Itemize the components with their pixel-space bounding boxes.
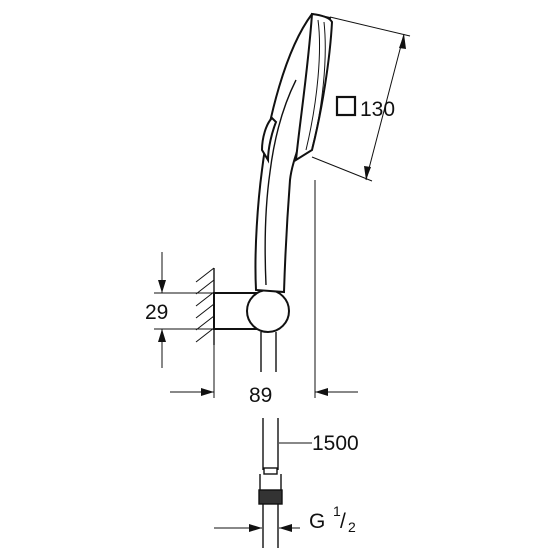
hose-length-value: 1500: [312, 432, 359, 455]
thread-prefix: G: [309, 510, 325, 533]
head-size-label: 130: [335, 95, 395, 121]
thread-numerator: 1: [333, 503, 341, 519]
wall-holder: [213, 289, 290, 333]
head-size-value: 130: [360, 98, 395, 121]
hose-lower: [258, 418, 283, 548]
projection-value: 89: [249, 384, 272, 407]
hand-shower: [254, 12, 334, 294]
projection-dimension: [170, 345, 358, 398]
holder-height-dimension: [154, 252, 214, 368]
thread-slash: /: [340, 510, 346, 533]
thread-dimension: [214, 524, 300, 532]
wall: [195, 267, 215, 345]
head-size-dimension: [311, 16, 411, 182]
hose-upper: [260, 332, 277, 372]
holder-height-value: 29: [145, 301, 168, 324]
thread-denominator: 2: [348, 519, 356, 535]
